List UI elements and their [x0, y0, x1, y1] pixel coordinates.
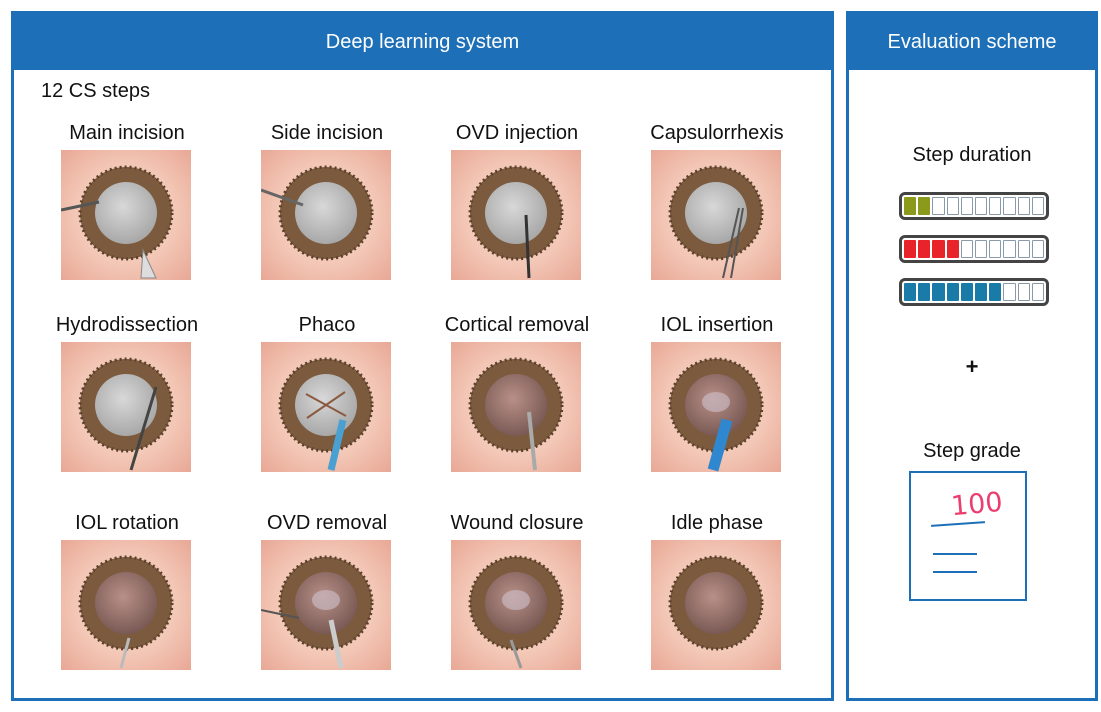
bar-segment-empty [1003, 197, 1015, 215]
grade-underline [931, 521, 985, 527]
eye-image [261, 540, 391, 670]
eye-image [651, 540, 781, 670]
grade-card: 100 [909, 471, 1027, 601]
bar-segment-empty [989, 197, 1001, 215]
step-iol-insertion: IOL insertion [632, 314, 802, 514]
bar-segment-filled [918, 283, 930, 301]
step-label: Hydrodissection [42, 314, 212, 337]
step-phaco: Phaco [242, 314, 412, 514]
bar-segment-empty [947, 197, 959, 215]
step-ovd-removal: OVD removal [242, 512, 412, 712]
bar-segment-filled [918, 240, 930, 258]
eye-image [61, 342, 191, 472]
bar-segment-empty [1018, 240, 1030, 258]
step-duration-label: Step duration [849, 144, 1095, 167]
duration-bar [899, 192, 1049, 220]
bar-segment-filled [932, 283, 944, 301]
step-label: Wound closure [432, 512, 602, 535]
step-iol-rotation: IOL rotation [42, 512, 212, 712]
bar-segment-empty [1032, 197, 1044, 215]
step-label: OVD removal [242, 512, 412, 535]
eye-image [651, 150, 781, 280]
step-label: IOL insertion [632, 314, 802, 337]
bar-segment-empty [989, 240, 1001, 258]
grade-line [933, 553, 977, 555]
bar-segment-filled [989, 283, 1001, 301]
eye-image [261, 342, 391, 472]
grade-score: 100 [950, 487, 1004, 522]
step-label: OVD injection [432, 122, 602, 145]
bar-segment-filled [932, 240, 944, 258]
bar-segment-empty [961, 240, 973, 258]
steps-title: 12 CS steps [41, 80, 150, 103]
step-hydrodissection: Hydrodissection [42, 314, 212, 514]
bar-segment-filled [904, 197, 916, 215]
bar-segment-filled [904, 240, 916, 258]
bar-segment-filled [904, 283, 916, 301]
eye-image [651, 342, 781, 472]
eye-image [61, 540, 191, 670]
bar-segment-empty [1003, 283, 1015, 301]
bar-segment-filled [947, 283, 959, 301]
duration-bar [899, 235, 1049, 263]
step-idle-phase: Idle phase [632, 512, 802, 712]
step-grade-label: Step grade [849, 440, 1095, 463]
step-label: Main incision [42, 122, 212, 145]
eye-image [261, 150, 391, 280]
evaluation-panel: Evaluation scheme Step duration + Step g… [846, 11, 1098, 701]
step-label: IOL rotation [42, 512, 212, 535]
plus-sign: + [849, 354, 1095, 380]
step-ovd-injection: OVD injection [432, 122, 602, 322]
step-main-incision: Main incision [42, 122, 212, 322]
deep-learning-panel: Deep learning system 12 CS steps Main in… [11, 11, 834, 701]
step-side-incision: Side incision [242, 122, 412, 322]
bar-segment-empty [1032, 283, 1044, 301]
bar-segment-filled [918, 197, 930, 215]
bar-segment-empty [975, 240, 987, 258]
step-label: Idle phase [632, 512, 802, 535]
bar-segment-empty [961, 197, 973, 215]
bar-segment-empty [975, 197, 987, 215]
bar-segment-empty [1003, 240, 1015, 258]
bar-segment-filled [961, 283, 973, 301]
step-cortical-removal: Cortical removal [432, 314, 602, 514]
duration-bar [899, 278, 1049, 306]
eye-image [451, 540, 581, 670]
evaluation-header: Evaluation scheme [849, 14, 1095, 70]
eye-image [451, 342, 581, 472]
step-label: Cortical removal [432, 314, 602, 337]
bar-segment-filled [975, 283, 987, 301]
step-wound-closure: Wound closure [432, 512, 602, 712]
grade-line [933, 571, 977, 573]
step-label: Capsulorrhexis [632, 122, 802, 145]
eye-image [451, 150, 581, 280]
bar-segment-empty [1032, 240, 1044, 258]
deep-learning-header: Deep learning system [14, 14, 831, 70]
bar-segment-empty [932, 197, 944, 215]
eye-image [61, 150, 191, 280]
step-capsulorrhexis: Capsulorrhexis [632, 122, 802, 322]
bar-segment-empty [1018, 197, 1030, 215]
step-label: Phaco [242, 314, 412, 337]
bar-segment-filled [947, 240, 959, 258]
step-label: Side incision [242, 122, 412, 145]
bar-segment-empty [1018, 283, 1030, 301]
